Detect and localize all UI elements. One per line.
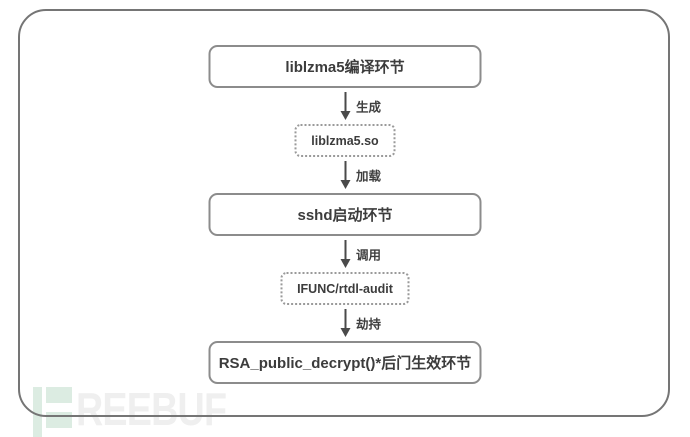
flow-node-compile: liblzma5编译环节 [208,45,482,88]
down-arrow-icon [340,92,350,120]
flow-edge-generate: 生成 [209,88,482,124]
flow-node-label: liblzma5编译环节 [285,59,405,76]
freebuf-watermark: REEBUF [33,383,259,437]
edge-label: 加载 [356,169,382,184]
flow-node-sshd: sshd启动环节 [208,193,482,236]
flow-edge-call: 调用 [209,236,482,272]
watermark-text: REEBUF [76,383,227,435]
flow-node-backdoor: RSA_public_decrypt()*后门生效环节 [208,341,482,384]
flow-node-liblzma-so: liblzma5.so [294,124,396,157]
down-arrow-icon [340,240,350,268]
edge-label: 生成 [356,100,382,115]
down-arrow-icon [340,309,350,337]
edge-label: 劫持 [356,317,382,332]
flow-node-label: liblzma5.so [311,133,379,148]
flow-edge-hijack: 劫持 [209,305,482,341]
flow-node-label: IFUNC/rtdl-audit [297,281,393,296]
flow-node-ifunc: IFUNC/rtdl-audit [280,272,410,305]
flow-edge-load: 加载 [209,157,482,193]
flow-node-label: RSA_public_decrypt()*后门生效环节 [218,355,472,372]
edge-label: 调用 [356,248,382,263]
down-arrow-icon [340,161,350,189]
flow-column: liblzma5编译环节 生成 liblzma5.so 加载 sshd启动环节 [208,45,482,384]
flow-node-label: sshd启动环节 [297,207,393,224]
freebuf-logo-icon [33,387,72,437]
